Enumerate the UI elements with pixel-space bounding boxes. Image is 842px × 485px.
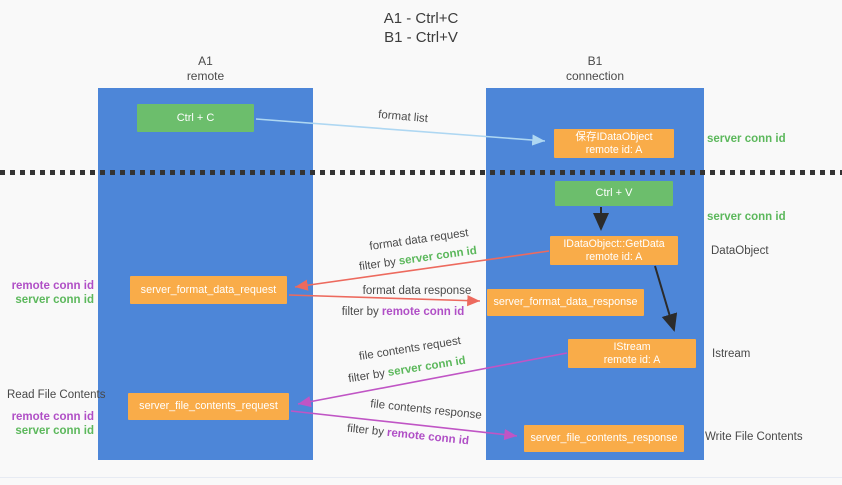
ctrl-v-node: Ctrl + V — [555, 181, 673, 206]
server-conn-id-text: server conn id — [387, 354, 467, 379]
remote-conn-id-text: remote conn id — [386, 426, 470, 448]
server-file-contents-request-node: server_file_contents_request — [128, 393, 289, 420]
server-format-data-request-label: server_format_data_request — [140, 283, 277, 296]
istream-line1: IStream — [613, 340, 651, 353]
lane-b1-name: B1 — [587, 54, 603, 68]
server-file-contents-request-label: server_file_contents_request — [139, 400, 278, 412]
ctrl-v-label: Ctrl + V — [595, 187, 633, 199]
filter-by-text: filter by — [347, 367, 386, 386]
format-data-response-label: format data response — [362, 285, 472, 297]
save-dataobject-line1: 保存IDataObject — [575, 130, 653, 143]
ctrl-c-node: Ctrl + C — [137, 104, 254, 132]
filter-by-text: filter by — [346, 422, 385, 439]
server-format-data-request-node: server_format_data_request — [130, 276, 287, 304]
diagram-title: A1 - Ctrl+C B1 - Ctrl+V — [0, 9, 842, 47]
getdata-node: IDataObject::GetData remote id: A — [550, 236, 678, 265]
left-conn-id-stack-top: remote conn id server conn id — [10, 279, 94, 307]
server-conn-id-right-mid: server conn id — [707, 211, 786, 223]
lane-a1-name: A1 — [198, 54, 213, 68]
lane-a1-role: remote — [186, 69, 225, 83]
file-contents-response-label: file contents response — [369, 398, 483, 422]
title-line-1: A1 - Ctrl+C — [383, 10, 459, 27]
copy-paste-divider — [0, 170, 842, 175]
server-format-data-response-label: server_format_data_response — [493, 296, 638, 308]
read-file-contents-label: Read File Contents — [7, 389, 106, 401]
istream-line2: remote id: A — [603, 353, 661, 366]
getdata-line2: remote id: A — [585, 250, 643, 263]
remote-conn-id-text: remote conn id — [381, 306, 465, 318]
istream-side-label: Istream — [712, 348, 751, 360]
write-file-contents-label: Write File Contents — [705, 431, 803, 443]
server-conn-id-left-top: server conn id — [15, 294, 94, 306]
bottom-divider — [0, 477, 842, 478]
ctrl-c-label: Ctrl + C — [176, 111, 215, 124]
save-dataobject-node: 保存IDataObject remote id: A — [554, 129, 674, 158]
istream-node: IStream remote id: A — [568, 339, 696, 368]
lane-header-a1: A1 remote — [98, 54, 313, 84]
server-format-data-response-node: server_format_data_response — [487, 289, 644, 316]
remote-conn-id-left-bottom: remote conn id — [11, 411, 94, 423]
title-line-2: B1 - Ctrl+V — [384, 29, 458, 46]
server-conn-id-right-top: server conn id — [707, 133, 786, 145]
server-file-contents-response-label: server_file_contents_response — [530, 432, 678, 444]
filter-by-text: filter by — [358, 256, 397, 274]
remote-conn-id-left-top: remote conn id — [11, 280, 94, 292]
left-conn-id-stack-bottom: remote conn id server conn id — [10, 410, 94, 438]
server-file-contents-response-node: server_file_contents_response — [524, 425, 684, 452]
lane-header-b1: B1 connection — [486, 54, 704, 84]
save-dataobject-line2: remote id: A — [585, 143, 643, 156]
server-conn-id-left-bottom: server conn id — [15, 425, 94, 437]
format-list-label: format list — [377, 108, 429, 126]
lane-b1-role: connection — [565, 69, 625, 83]
server-conn-id-text: server conn id — [398, 244, 478, 268]
filter-by-text: filter by — [341, 306, 379, 318]
dataobject-label: DataObject — [711, 245, 769, 257]
getdata-line1: IDataObject::GetData — [563, 237, 665, 250]
